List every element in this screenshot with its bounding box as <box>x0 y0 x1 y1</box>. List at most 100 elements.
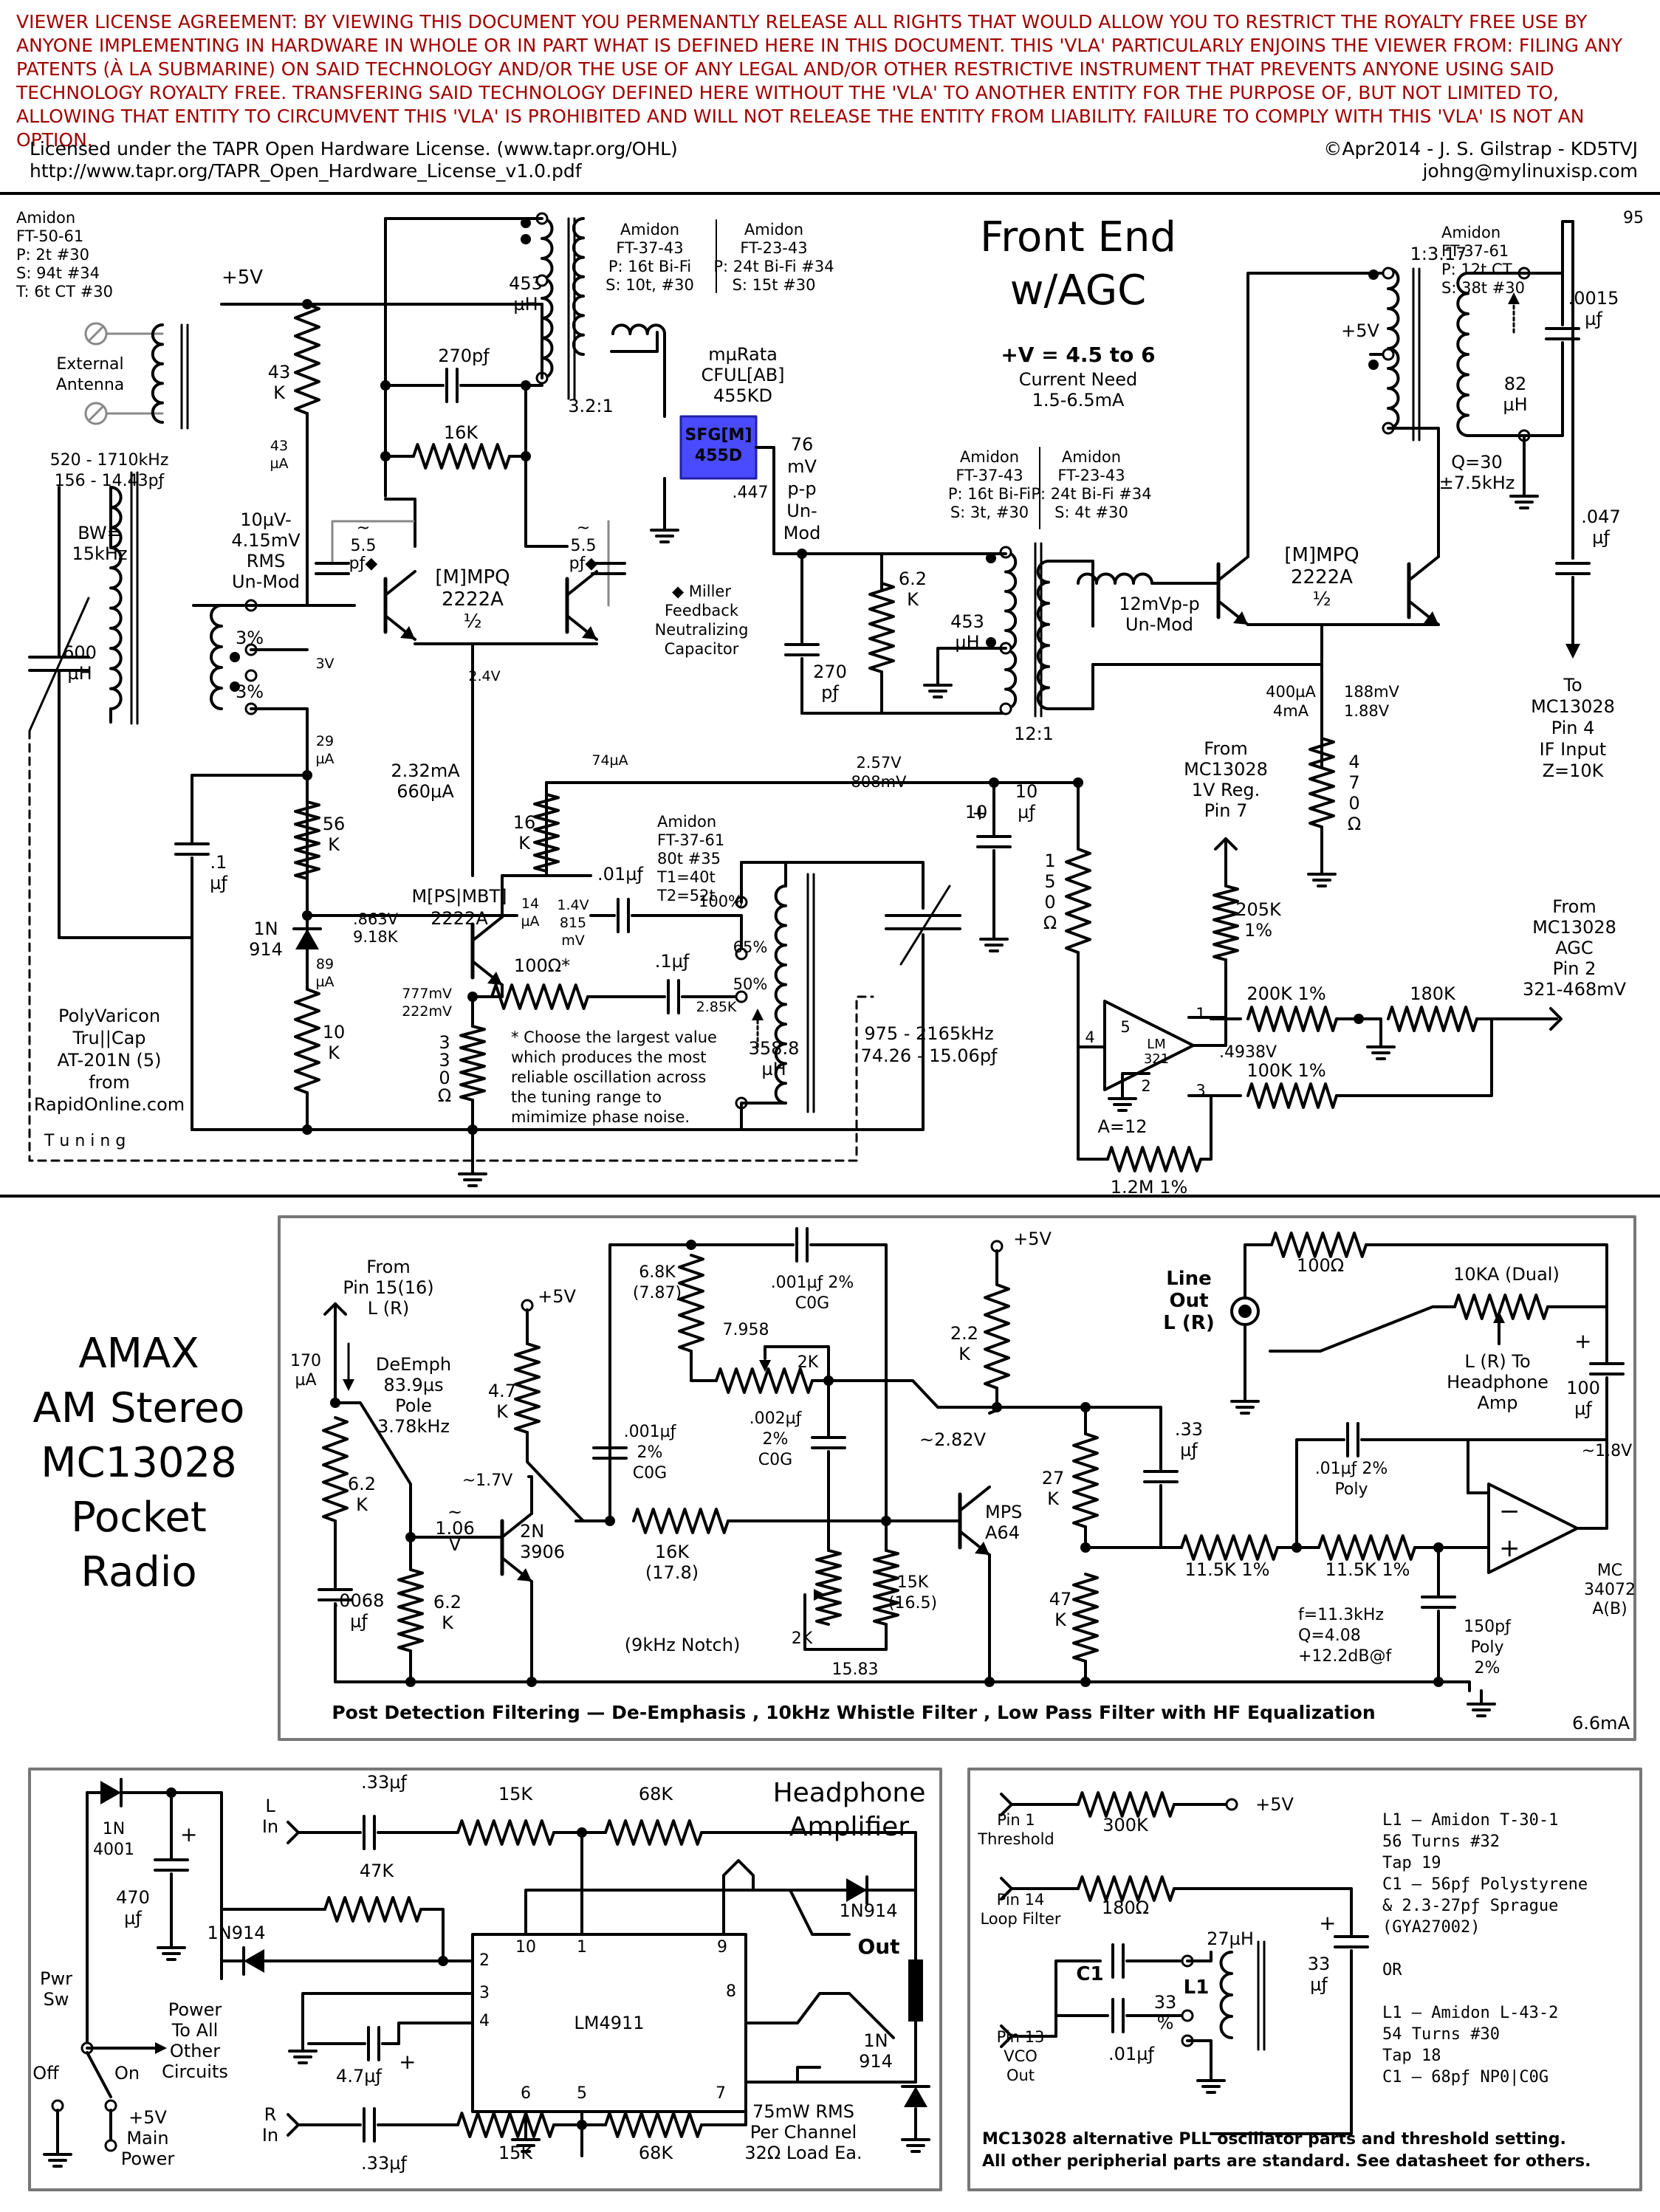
label: µH <box>1503 394 1527 415</box>
current-arrow <box>343 1379 354 1391</box>
label: 6.8K <box>639 1263 676 1282</box>
transistor-q1b <box>566 570 598 597</box>
label: 1N <box>253 918 278 939</box>
r-200k <box>1246 1006 1338 1032</box>
r-100-ohm <box>1270 1232 1368 1258</box>
label: 7 <box>716 2084 726 2103</box>
wire <box>740 861 787 904</box>
wire <box>936 647 1007 673</box>
label: 65% <box>733 938 768 956</box>
label: 5 <box>1120 1018 1130 1036</box>
label: 2.4V <box>468 668 500 684</box>
wire <box>250 707 309 777</box>
tapr-line-2: http://www.tapr.org/TAPR_Open_Hardware_L… <box>30 160 582 182</box>
pot-2k <box>715 1367 814 1394</box>
label: Pin 2 <box>1553 958 1596 979</box>
label: µƒ <box>1585 309 1602 329</box>
label: 0 <box>1044 892 1055 913</box>
label: 815 <box>560 915 586 931</box>
wire <box>700 2081 747 2126</box>
label: Antenna <box>56 376 125 394</box>
junction-dot <box>302 1124 312 1135</box>
label: Out <box>1006 2067 1035 2084</box>
polarity-plus: + <box>972 803 988 825</box>
wire <box>524 498 569 548</box>
terminal <box>1181 2009 1194 2022</box>
label: Tru||Cap <box>72 1028 145 1048</box>
label: .0015 <box>1568 288 1619 309</box>
label: 2.57V <box>856 754 902 772</box>
label: 4.15mV <box>231 530 301 551</box>
label: AGC <box>1555 938 1593 958</box>
label: AMAX <box>78 1330 199 1378</box>
label: K <box>496 1401 509 1422</box>
transistor-q1 <box>400 626 415 639</box>
label: 358.8 <box>749 1038 800 1059</box>
label: C1 — 68pƒ NP0|C0G <box>1382 2068 1548 2086</box>
junction-dot <box>1080 1677 1091 1687</box>
label: .863V <box>353 910 399 928</box>
wire <box>722 1859 755 1936</box>
label: 6.2 <box>433 1592 462 1612</box>
switch-lever <box>86 2051 112 2098</box>
wire <box>1047 560 1094 601</box>
label: 6.2 <box>348 1474 376 1494</box>
label: ±7.5kHz <box>1439 473 1515 493</box>
arrow <box>1549 1007 1563 1031</box>
label: Poly <box>1470 1638 1503 1657</box>
arrow <box>287 2113 300 2137</box>
label: From <box>366 1257 410 1277</box>
label: Tap 19 <box>1382 1854 1441 1872</box>
label: the tuning range to <box>511 1088 662 1106</box>
label: 1V Reg. <box>1192 780 1261 800</box>
label: 1 <box>1196 1005 1205 1023</box>
label: .001µƒ 2% <box>771 1274 854 1292</box>
junction-dot <box>521 234 531 244</box>
label: FT-50-61 <box>16 227 83 245</box>
license-agreement: VIEWER LICENSE AGREEMENT: BY VIEWING THI… <box>16 11 1623 151</box>
label: A64 <box>985 1522 1020 1543</box>
label: FT-37-61 <box>657 831 724 849</box>
r-100-ohm <box>490 983 589 1010</box>
r-15k <box>873 1549 899 1626</box>
loopstick-coil <box>109 486 123 710</box>
label: ~ <box>357 519 370 537</box>
wire <box>1523 272 1564 326</box>
label: µƒ <box>1574 1398 1592 1419</box>
label: S: 10t, #30 <box>606 276 694 294</box>
diode-1n914-b <box>846 1878 867 1902</box>
wire <box>1192 1017 1227 1047</box>
label: Amidon <box>744 221 803 238</box>
junction-dot <box>1433 1677 1444 1687</box>
label: 3 <box>1196 1082 1205 1099</box>
label: MC13028 <box>1184 759 1268 780</box>
label: 9.18K <box>353 928 399 946</box>
label: +5V <box>222 267 263 289</box>
r-6k2 <box>868 582 895 673</box>
terminal <box>1382 348 1395 361</box>
label: 54 Turns #30 <box>1382 2025 1500 2044</box>
label: C0G <box>795 1294 829 1313</box>
label: From <box>1204 738 1247 759</box>
label: pƒ◆ <box>569 554 598 573</box>
wire <box>1187 958 1227 1019</box>
label: 50% <box>733 975 768 993</box>
label: µH <box>513 294 538 315</box>
label: .002µƒ <box>750 1409 803 1428</box>
r-27k <box>1072 1432 1099 1528</box>
wire <box>1269 1305 1456 1353</box>
coupling-coil <box>1077 572 1153 585</box>
label: µA <box>521 913 539 930</box>
label: 4 <box>1085 1028 1094 1046</box>
label: 3% <box>236 628 264 648</box>
label: 16K <box>444 422 479 443</box>
terminal <box>999 702 1012 715</box>
label: .1µƒ <box>655 951 690 972</box>
polarity-plus: + <box>399 2050 416 2074</box>
label: T1=40t <box>656 868 716 886</box>
label: µH <box>67 663 92 684</box>
label: 321-468mV <box>1523 979 1627 1000</box>
label: P: 24t Bi-Fi #34 <box>713 258 834 275</box>
label: Pwr <box>40 1968 72 1989</box>
